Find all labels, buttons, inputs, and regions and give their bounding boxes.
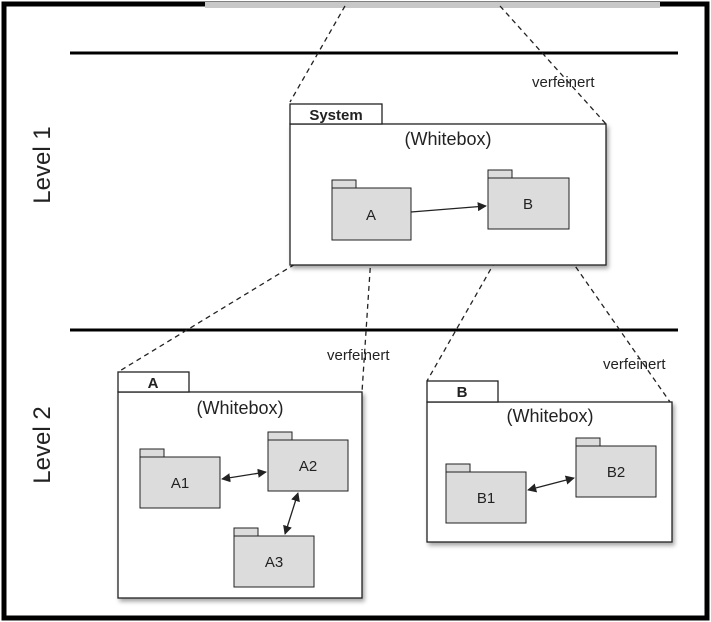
module-b1 bbox=[445, 471, 527, 524]
annotation-top-verfeinert: verfeinert bbox=[532, 74, 595, 91]
package-a-subtitle: (Whitebox) bbox=[196, 398, 283, 418]
module-a1 bbox=[139, 456, 221, 509]
refine-line-a-right bbox=[361, 240, 373, 393]
package-a-title: A bbox=[148, 375, 159, 392]
package-b-tab bbox=[426, 380, 499, 403]
module-a1-tab bbox=[139, 448, 165, 458]
module-b-label: B bbox=[523, 196, 533, 213]
refine-line-a-left bbox=[117, 240, 334, 373]
module-b2-tab bbox=[575, 437, 601, 447]
module-a bbox=[331, 187, 412, 241]
annotation-b-verfeinert: verfeinert bbox=[603, 356, 666, 373]
package-b-title: B bbox=[457, 384, 468, 401]
package-b: B (Whitebox) B1 B2 bbox=[426, 380, 673, 543]
module-b2 bbox=[575, 445, 657, 498]
arrow-a-to-b bbox=[410, 202, 487, 213]
refine-line-top-right bbox=[499, 5, 607, 125]
refine-line-top-left bbox=[289, 5, 346, 103]
package-system-tab bbox=[289, 103, 383, 125]
package-a-tab bbox=[117, 371, 190, 393]
arrow-a2-a3 bbox=[283, 492, 300, 535]
package-system-subtitle: (Whitebox) bbox=[404, 129, 491, 149]
refine-line-b-right bbox=[549, 229, 671, 403]
package-b-subtitle: (Whitebox) bbox=[506, 406, 593, 426]
module-a-tab bbox=[331, 179, 357, 189]
level-2-label: Level 2 bbox=[29, 406, 56, 483]
module-b-tab bbox=[487, 169, 513, 179]
module-b2-label: B2 bbox=[607, 464, 625, 481]
module-a3 bbox=[233, 535, 315, 588]
module-a2-label: A2 bbox=[299, 458, 317, 475]
module-a1-label: A1 bbox=[171, 475, 189, 492]
module-a3-label: A3 bbox=[265, 554, 283, 571]
module-b1-label: B1 bbox=[477, 490, 495, 507]
module-b bbox=[487, 177, 570, 230]
annotation-a-verfeinert: verfeinert bbox=[327, 347, 390, 364]
module-b1-tab bbox=[445, 463, 471, 473]
module-a2 bbox=[267, 439, 349, 492]
package-a: A (Whitebox) A1 A2 A3 bbox=[117, 371, 363, 599]
top-cutoff-bar bbox=[205, 2, 660, 8]
module-a3-tab bbox=[233, 527, 259, 537]
package-system-title: System bbox=[309, 107, 362, 124]
level-1-label: Level 1 bbox=[29, 126, 56, 203]
arrow-b1-b2 bbox=[527, 475, 575, 493]
package-system: System (Whitebox) A B bbox=[289, 103, 607, 266]
module-a-label: A bbox=[366, 207, 376, 224]
arrow-a1-a2 bbox=[221, 468, 267, 483]
module-a2-tab bbox=[267, 431, 293, 441]
